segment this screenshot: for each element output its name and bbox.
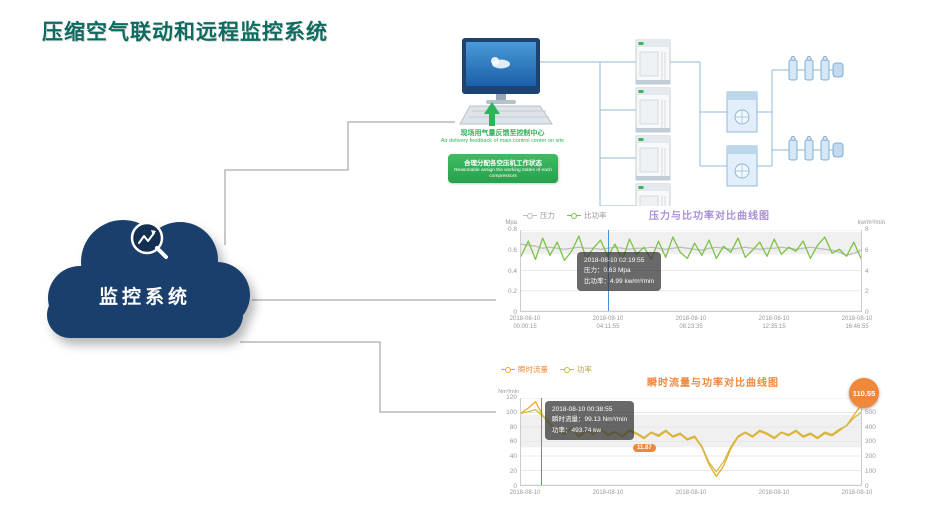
chart-plot[interactable]: 2018-08-10 02:19:55 压力：0.63 Mpa 比功率：4.99… [520,230,862,312]
cloud-shape [47,220,250,338]
dryer-column [726,91,758,187]
legend-item-specific-power[interactable]: 比功率 [567,210,607,221]
legend-item-pressure[interactable]: 压力 [523,210,555,221]
right-axis-ticks: 6005004003002001000 [865,394,876,490]
compressor-icon [635,135,671,181]
assign-box: 合理分配各空压机工作状态 Reasonable assign the worki… [448,154,558,183]
chart-tooltip: 2018-08-10 00:38:55 瞬时流量：99.13 Nm³/min 功… [545,401,635,441]
legend-item-power[interactable]: 功率 [560,364,592,375]
compressor-icon [635,39,671,85]
dryer-icon [726,91,758,133]
chart-canvas [521,230,861,311]
connector-to-flow-chart [240,341,496,413]
chart-legend: 瞬时流量 功率 [501,364,592,375]
legend-marker-icon [560,366,574,373]
chart-title: 瞬时流量与功率对比曲线图 [647,378,779,389]
magnifier-chart-icon [130,221,168,259]
feedback-caption-cn: 现场用气量反馈至控制中心 [460,130,545,137]
filter-line-icon [785,136,844,161]
assign-caption-en: Reasonable assign the working states of … [454,168,552,179]
assign-caption-cn: 合理分配各空压机工作状态 [464,160,542,167]
compressor-column [635,39,671,229]
schematic-graphic [459,38,844,229]
chart-title: 压力与比功率对比曲线图 [649,211,770,222]
legend-marker-icon [567,212,581,219]
crosshair-line [541,398,542,485]
cloud-label: 监控系统 [98,287,191,308]
right-axis-unit: kw/m³/min [857,220,885,226]
compressor-icon [635,87,671,133]
connector-to-schematic [224,121,455,245]
dryer-icon [726,145,758,187]
low-point-label: 11.87 [633,444,656,452]
left-axis-unit: Mpa [505,220,517,226]
end-value-badge: 110.55 [849,378,879,408]
chart-tooltip: 2018-08-10 02:19:55 压力：0.63 Mpa 比功率：4.99… [577,252,662,292]
legend-marker-icon [501,366,515,373]
legend-marker-icon [523,212,537,219]
chart-plot[interactable]: 2018-08-10 00:38:55 瞬时流量：99.13 Nm³/min 功… [520,398,862,486]
left-axis-unit: Nm³/min [498,389,519,395]
control-computer-icon [459,38,553,125]
monitoring-cloud: 监控系统 [35,200,255,350]
keyboard-icon [459,105,553,125]
system-schematic: 现场用气量反馈至控制中心 Air delivery feedback of ma… [440,28,855,229]
legend-item-flow[interactable]: 瞬时流量 [501,364,548,375]
feedback-up-arrow-icon [484,102,500,126]
page-title: 压缩空气联动和远程监控系统 [42,21,328,44]
chart-legend: 压力 比功率 [523,210,607,221]
feedback-caption-en: Air delivery feedback of main control ce… [440,138,565,144]
filter-line-icon [785,56,844,81]
pipe-lines [540,61,785,207]
